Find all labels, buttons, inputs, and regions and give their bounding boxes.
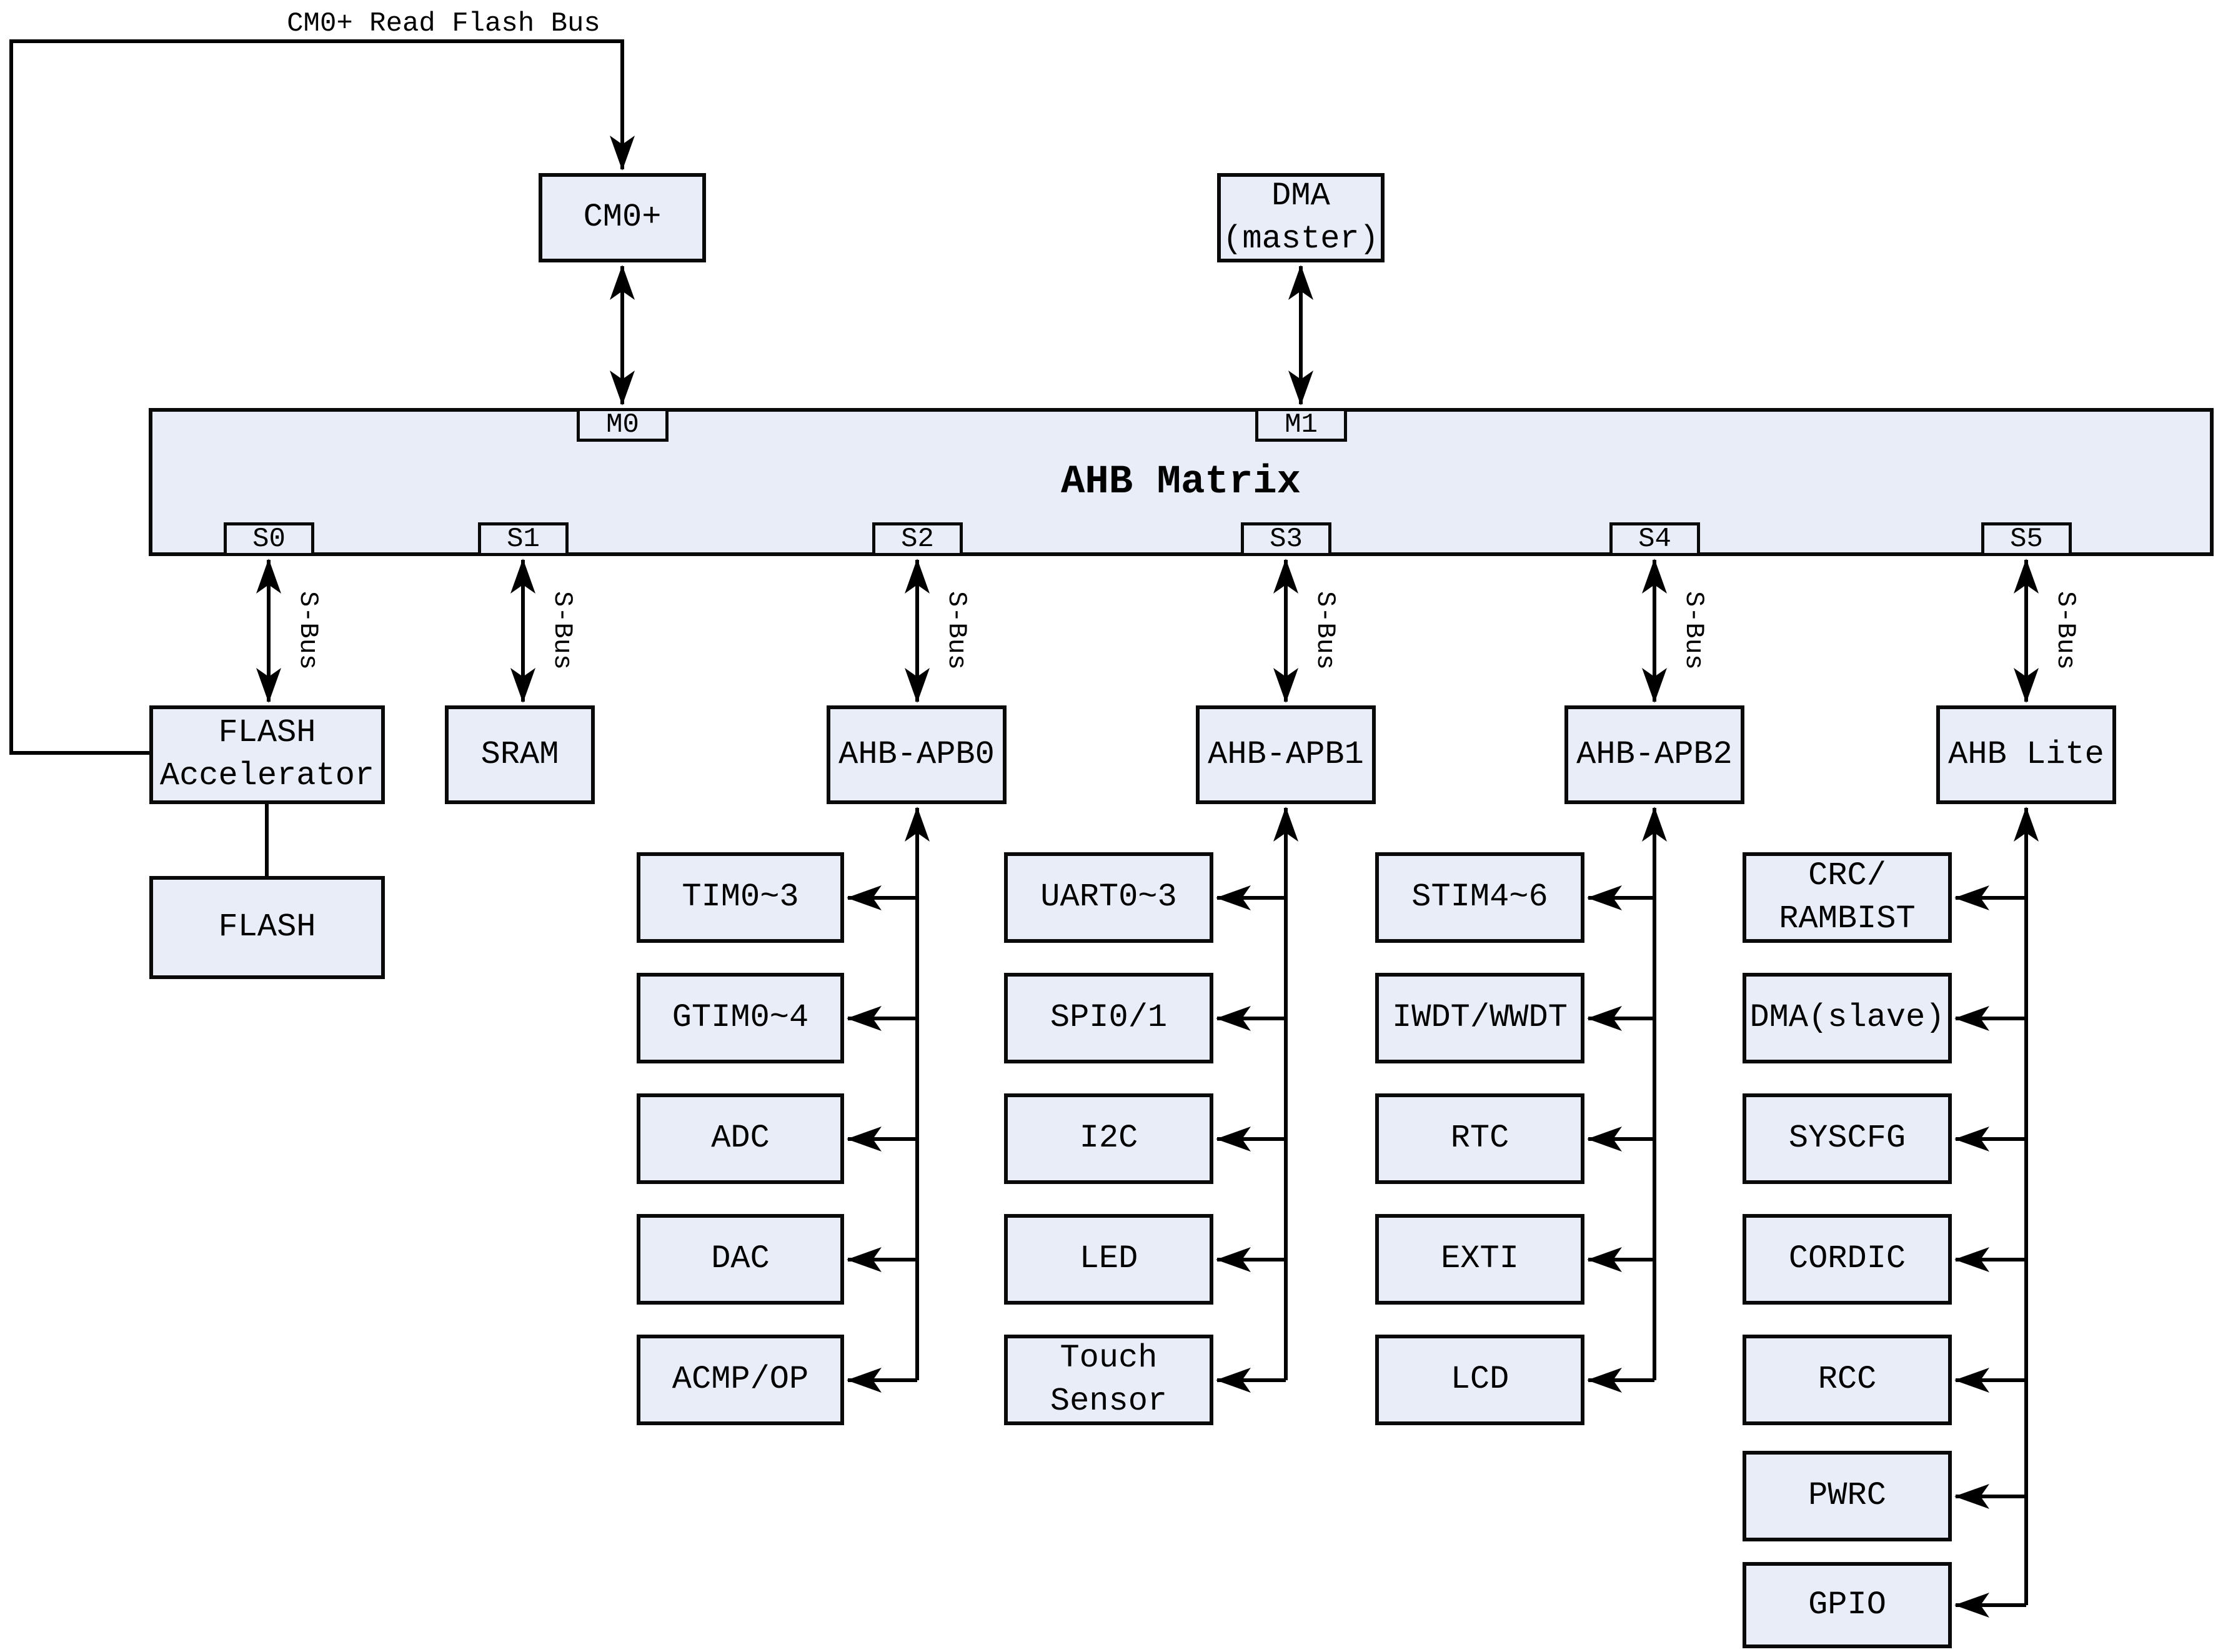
port-s4: S4 (1609, 522, 1700, 556)
acmp-op-block: ACMP/OP (637, 1335, 844, 1425)
tim-block: TIM0~3 (637, 852, 844, 943)
dma-slave-block: DMA(slave) (1743, 973, 1952, 1063)
s-bus-label-5: S-Bus (2051, 590, 2081, 670)
cm0-block: CM0+ (539, 173, 706, 262)
i2c-block: I2C (1004, 1093, 1213, 1184)
cordic-block: CORDIC (1743, 1214, 1952, 1305)
read-flash-bus-label: CM0+ Read Flash Bus (287, 8, 600, 39)
port-m1: M1 (1255, 408, 1347, 442)
port-s2: S2 (872, 522, 963, 556)
rtc-block: RTC (1375, 1093, 1584, 1184)
port-m0: M0 (577, 408, 669, 442)
exti-block: EXTI (1375, 1214, 1584, 1305)
port-s5: S5 (1981, 522, 2072, 556)
ahb-apb0-block: AHB-APB0 (827, 705, 1007, 804)
s-bus-label-3: S-Bus (1310, 590, 1340, 670)
gpio-block: GPIO (1743, 1562, 1952, 1648)
port-s0: S0 (224, 522, 314, 556)
s-bus-label-0: S-Bus (293, 590, 323, 670)
port-s1: S1 (478, 522, 569, 556)
rcc-block: RCC (1743, 1335, 1952, 1425)
lcd-block: LCD (1375, 1335, 1584, 1425)
led-block: LED (1004, 1214, 1213, 1305)
ahb-matrix-title: AHB Matrix (1060, 460, 1301, 505)
s-bus-label-1: S-Bus (547, 590, 577, 670)
gtim-block: GTIM0~4 (637, 973, 844, 1063)
flash-block: FLASH (149, 876, 385, 979)
read-flash-bus-wire (9, 39, 635, 755)
crc-rambist-block: CRC/ RAMBIST (1743, 852, 1952, 943)
ahb-apb1-block: AHB-APB1 (1196, 705, 1376, 804)
uart-block: UART0~3 (1004, 852, 1213, 943)
port-s3: S3 (1241, 522, 1331, 556)
ahb-lite-block: AHB Lite (1936, 705, 2116, 804)
syscfg-block: SYSCFG (1743, 1093, 1952, 1184)
s-bus-label-2: S-Bus (942, 590, 972, 670)
sram-block: SRAM (445, 705, 595, 804)
s-bus-label-4: S-Bus (1679, 590, 1709, 670)
ahb-apb2-block: AHB-APB2 (1564, 705, 1744, 804)
stim-block: STIM4~6 (1375, 852, 1584, 943)
iwdt-wwdt-block: IWDT/WWDT (1375, 973, 1584, 1063)
dma-master-block: DMA (master) (1217, 173, 1385, 262)
adc-block: ADC (637, 1093, 844, 1184)
dac-block: DAC (637, 1214, 844, 1305)
touch-sensor-block: Touch Sensor (1004, 1335, 1213, 1425)
pwrc-block: PWRC (1743, 1451, 1952, 1541)
flash-accelerator-block: FLASH Accelerator (149, 705, 385, 804)
spi-block: SPI0/1 (1004, 973, 1213, 1063)
